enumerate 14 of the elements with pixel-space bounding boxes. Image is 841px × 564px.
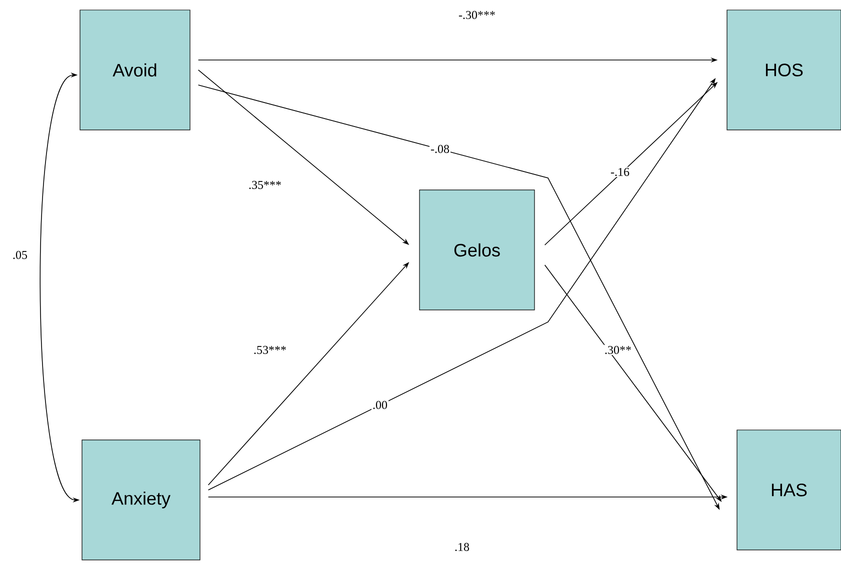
variable-box: Gelos [419,190,535,310]
edge-label: .53*** [252,344,288,356]
edge-label: .18 [454,542,470,552]
edge-label: .00 [372,400,388,410]
edge-label: .05 [12,250,28,260]
edge-label: -.08 [430,144,450,154]
variable-box: HOS [726,10,841,130]
variable-box: HAS [736,430,841,550]
edge-label: .35*** [248,180,282,190]
edge-label: .30** [604,344,632,356]
edge-label: -.16 [610,166,630,178]
variable-box: Avoid [80,10,190,130]
edge-label: -.30*** [458,10,496,20]
variable-box: Anxiety [82,440,200,560]
